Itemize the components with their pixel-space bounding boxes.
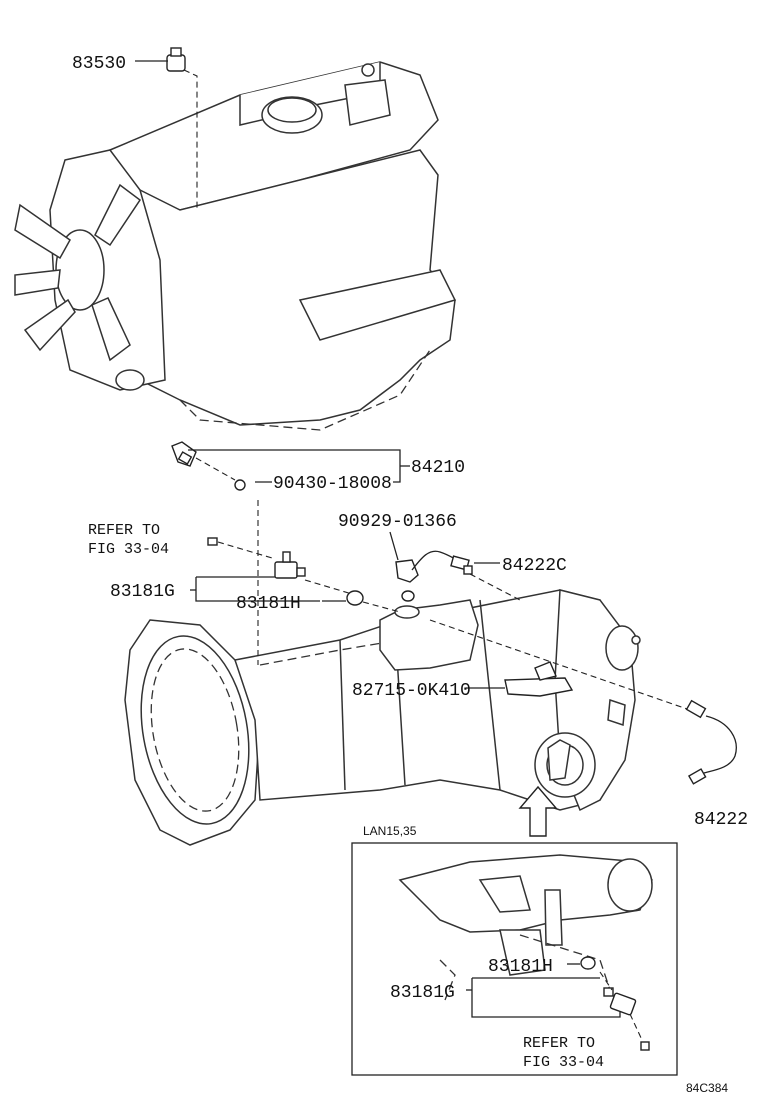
refer-to-top-line2: FIG 33-04 <box>88 541 169 558</box>
bolt-inset-icon <box>640 1041 650 1051</box>
refer-to-top-line1: REFER TO <box>88 522 160 539</box>
label-90929-01366: 90929-01366 <box>338 512 457 532</box>
label-84210: 84210 <box>411 458 465 478</box>
bracket-82715-icon <box>504 661 574 697</box>
part-84210-switch-icon <box>171 441 197 467</box>
inset-frame <box>351 842 678 1076</box>
sensor-84222c-icon <box>450 555 473 575</box>
speed-sensor-83181g-icon <box>274 551 306 579</box>
part-83530-switch-icon <box>166 47 186 72</box>
fan-icon <box>14 183 142 362</box>
refer-to-inset-line1: REFER TO <box>523 1035 595 1052</box>
label-83181g-inset: 83181G <box>390 983 455 1003</box>
bolt-top-icon <box>207 537 218 546</box>
label-84222c: 84222C <box>502 556 567 576</box>
clamp-90929-icon <box>395 559 419 602</box>
sensor-84222-icon <box>685 699 707 785</box>
inset-speed-sensor-icon <box>603 987 637 1016</box>
up-arrow-icon <box>518 785 558 837</box>
inset-o-ring-icon <box>580 956 596 970</box>
label-83181h-top: 83181H <box>236 594 301 614</box>
label-82715-0k410: 82715-0K410 <box>352 681 471 701</box>
engine-drawing <box>14 61 457 431</box>
variant-label: LAN15,35 <box>363 824 417 838</box>
label-83181h-inset: 83181H <box>488 957 553 977</box>
label-83181g-top: 83181G <box>110 582 175 602</box>
refer-to-inset-line2: FIG 33-04 <box>523 1054 604 1071</box>
gasket-90430-icon <box>234 479 246 491</box>
inset-transfer-drawing <box>398 854 653 1001</box>
figure-code: 84C384 <box>686 1081 728 1095</box>
transmission-drawing <box>124 589 641 846</box>
o-ring-83181h-icon <box>346 590 364 606</box>
label-83530: 83530 <box>72 54 126 74</box>
label-84222: 84222 <box>694 810 748 830</box>
label-90430-18008: 90430-18008 <box>273 474 392 494</box>
